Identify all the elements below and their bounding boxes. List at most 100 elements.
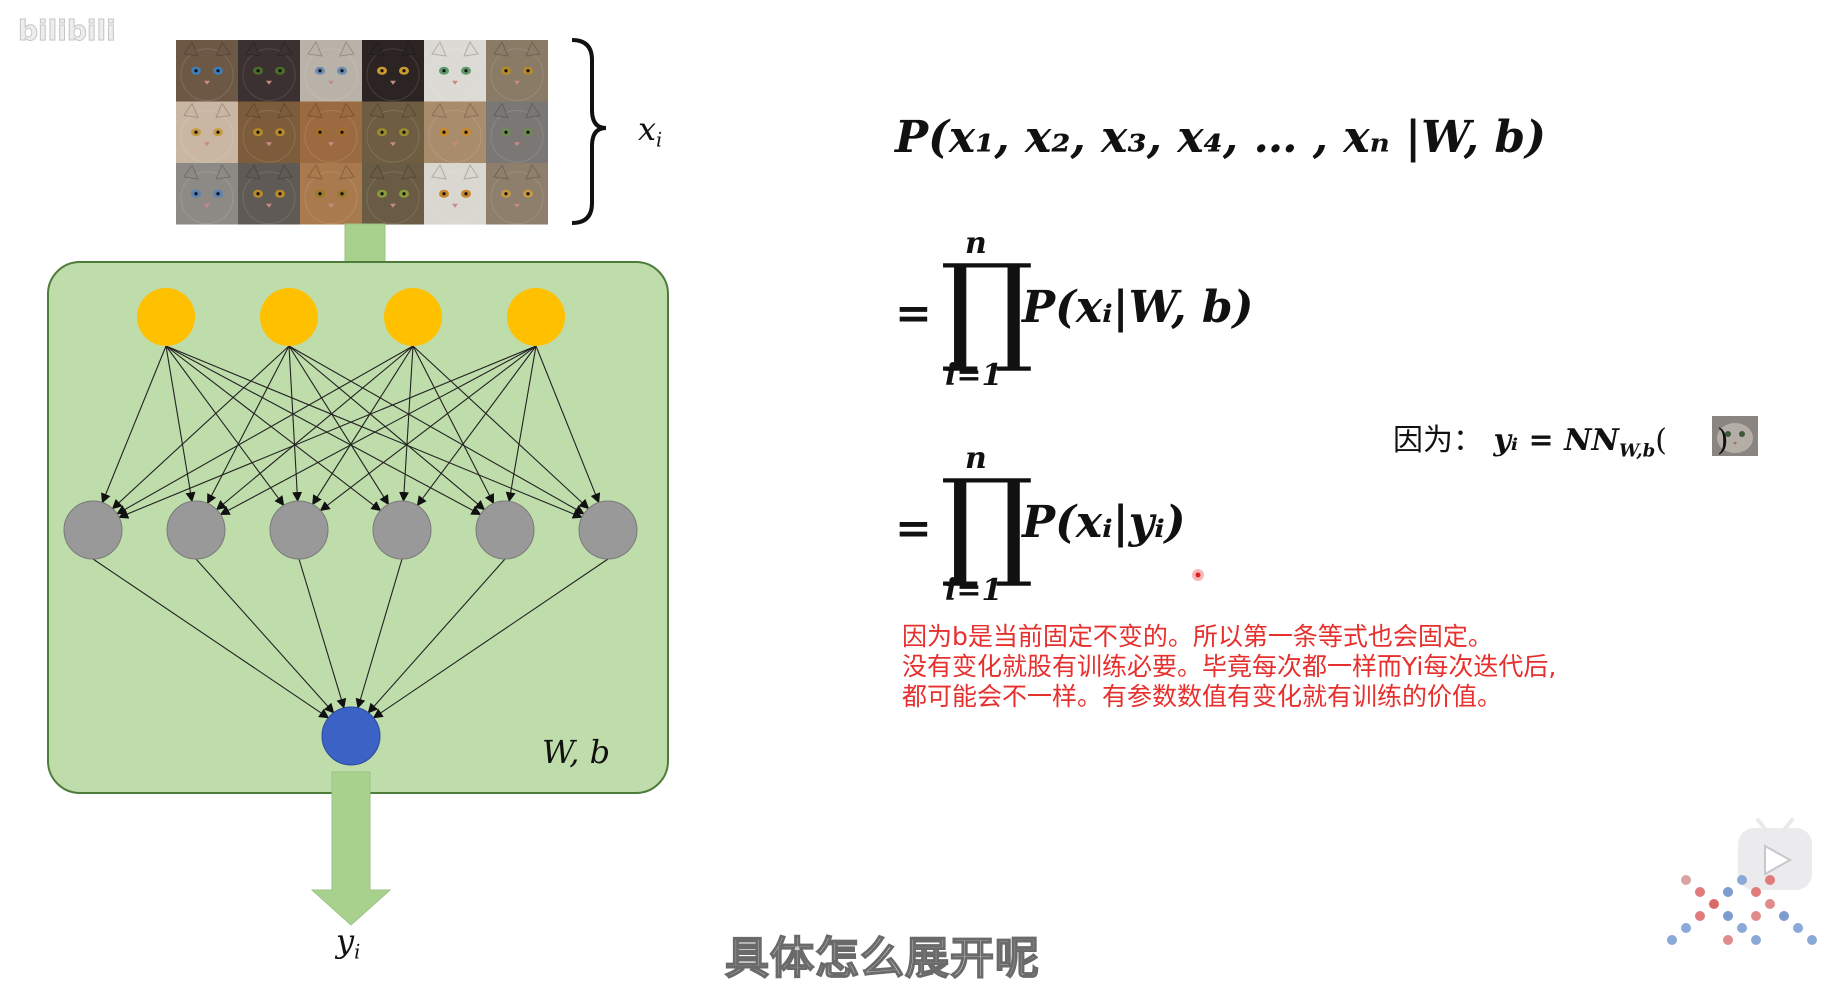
edge-input-hidden [288, 345, 486, 511]
note-line: 因为b是当前固定不变的。所以第一条等式也会固定。 [902, 622, 1493, 651]
logo-dot [1751, 887, 1761, 897]
hidden-neuron [475, 500, 535, 560]
hidden-neuron [63, 500, 123, 560]
edge-hidden-output [367, 558, 506, 714]
cat-thumbnail [1712, 416, 1758, 456]
input-neuron [507, 288, 565, 346]
cat-photo [362, 163, 424, 225]
edge-input-hidden [165, 345, 196, 503]
logo-dot [1765, 875, 1775, 885]
pointer-dot [1192, 569, 1204, 581]
equals-sign-1: = [895, 288, 932, 339]
logo-dot [1681, 923, 1691, 933]
because-expr: yᵢ = NN [1493, 423, 1619, 458]
product-lower-limit-2: i=1 [945, 573, 1003, 608]
cat-photo [486, 163, 548, 225]
logo-dot [1723, 887, 1733, 897]
cat-photo [424, 40, 486, 102]
because-equation: 因为： yᵢ = NNW,b() [1393, 423, 1729, 462]
edge-hidden-output [298, 558, 347, 709]
output-arrow [310, 771, 392, 926]
edge-input-hidden [535, 345, 601, 504]
edge-input-hidden [118, 345, 537, 519]
cat-photo [300, 101, 362, 163]
cat-photo [486, 40, 548, 102]
channel-logo-icon [1667, 875, 1817, 945]
edge-input-hidden [288, 345, 390, 506]
logo-dot [1765, 899, 1775, 909]
edge-input-hidden [165, 345, 382, 512]
logo-dot [1793, 923, 1803, 933]
cat-photo [300, 163, 362, 225]
cat-photo [238, 163, 300, 225]
product-lower-limit-1: i=1 [945, 358, 1003, 393]
hidden-neuron [166, 500, 226, 560]
equation-product-term-1: P(xᵢ|W, b) [1022, 282, 1254, 333]
product-upper-limit-2: n [965, 441, 987, 476]
logo-dot [1737, 875, 1747, 885]
because-sub: W,b [1618, 440, 1656, 462]
input-label: xi [638, 110, 663, 152]
edge-input-hidden [312, 345, 414, 506]
network-edges [92, 345, 609, 719]
logo-dot [1723, 935, 1733, 945]
video-subtitle: 具体怎么展开呢 [724, 932, 1040, 985]
input-brace [571, 38, 607, 225]
product-upper-limit-1: n [965, 226, 987, 261]
param-label: W, b [542, 733, 611, 771]
hidden-neuron [372, 500, 432, 560]
edge-input-hidden [505, 345, 537, 503]
input-neuron [137, 288, 195, 346]
edge-hidden-output [92, 558, 330, 719]
edge-input-hidden [101, 345, 167, 504]
logo-dot [1779, 911, 1789, 921]
edge-hidden-output [355, 558, 403, 709]
edge-input-hidden [111, 345, 290, 510]
logo-dot [1695, 911, 1705, 921]
logo-dot [1737, 923, 1747, 933]
logo-dot [1695, 887, 1705, 897]
cat-photo [238, 40, 300, 102]
edge-input-hidden [319, 345, 537, 512]
hidden-neuron [269, 500, 329, 560]
note-line: 没有变化就股有训练必要。毕竟每次都一样而Yi每次迭代后, [902, 652, 1557, 681]
input-neuron [260, 288, 318, 346]
logo-dot [1751, 911, 1761, 921]
product-symbol-1: ∏ [940, 238, 1034, 376]
edge-hidden-output [372, 558, 609, 719]
edge-hidden-output [195, 558, 335, 714]
cat-image-grid [176, 40, 548, 225]
edge-input-hidden [215, 345, 414, 511]
because-label: 因为： [1393, 423, 1483, 458]
cat-photo [176, 101, 238, 163]
edge-input-hidden [219, 345, 537, 516]
play-button-icon[interactable] [1738, 818, 1812, 890]
cat-photo [424, 101, 486, 163]
edge-input-hidden [165, 345, 285, 507]
cat-photo [424, 163, 486, 225]
edge-input-hidden [116, 345, 414, 515]
equals-sign-2: = [895, 503, 932, 554]
edge-input-hidden [207, 345, 290, 505]
logo-dot [1667, 935, 1677, 945]
logo-dot [1751, 935, 1761, 945]
cat-photo [176, 163, 238, 225]
edge-input-hidden [416, 345, 537, 507]
logo-dot [1709, 899, 1719, 909]
logo-dot [1807, 935, 1817, 945]
note-line: 都可能会不一样。有参数数值有变化就有训练的价值。 [902, 682, 1503, 711]
output-label: yi [336, 922, 361, 964]
network-nodes [63, 288, 638, 766]
hidden-neuron [578, 500, 638, 560]
logo-dot [1681, 875, 1691, 885]
edge-input-hidden [412, 345, 590, 510]
cat-photo [238, 101, 300, 163]
cat-photo [176, 40, 238, 102]
logo-dot [1723, 911, 1733, 921]
equation-product-term-2: P(xᵢ|yᵢ) [1022, 497, 1186, 548]
input-neuron [384, 288, 442, 346]
cat-photo [486, 101, 548, 163]
cat-photo [362, 101, 424, 163]
annotation-note: 因为b是当前固定不变的。所以第一条等式也会固定。 没有变化就股有训练必要。毕竟每… [902, 622, 1722, 712]
